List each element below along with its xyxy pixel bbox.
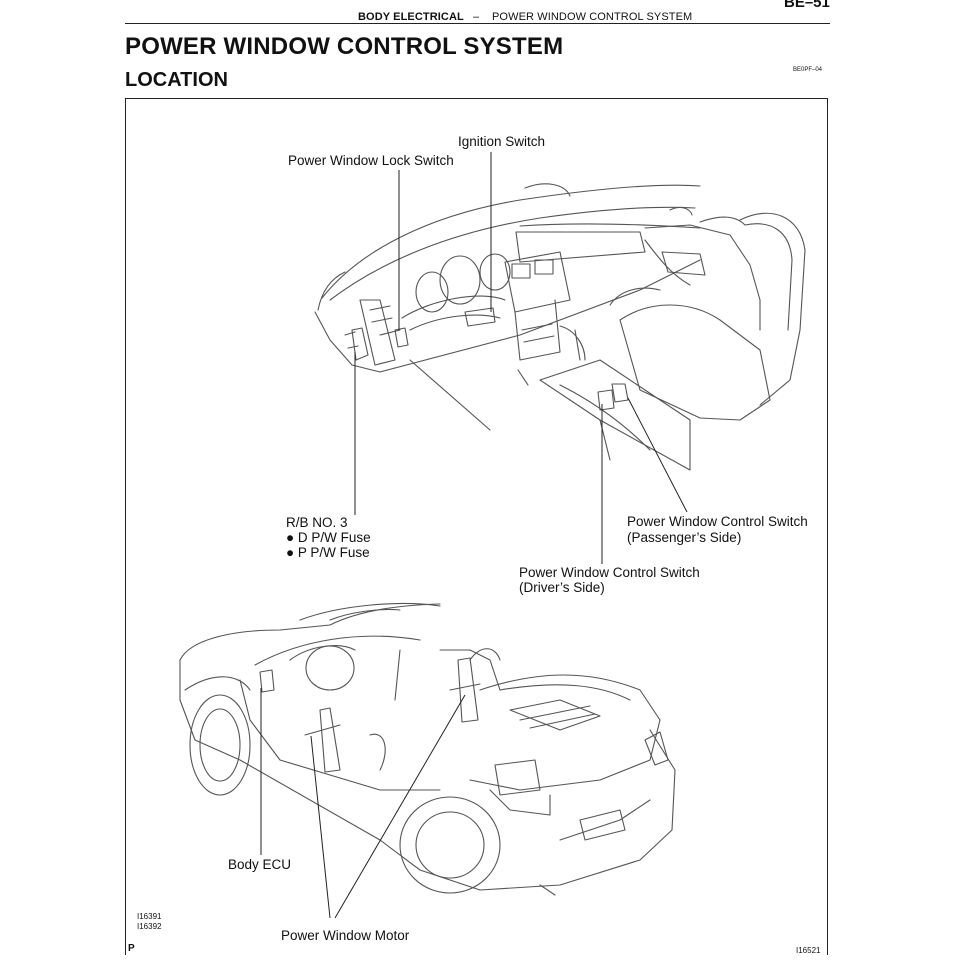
page-number: BE–51: [784, 0, 830, 11]
label-passenger-side: (Passenger’s Side): [627, 530, 742, 545]
header-section: BODY ELECTRICAL: [358, 11, 464, 23]
label-body-ecu: Body ECU: [228, 857, 292, 872]
header-subsection: POWER WINDOW CONTROL SYSTEM: [492, 11, 693, 23]
page-title: POWER WINDOW CONTROL SYSTEM: [125, 33, 564, 60]
label-pw-control-switch-driver: Power Window Control Switch: [519, 565, 700, 580]
section-subtitle: LOCATION: [125, 69, 228, 91]
document-code: BE0PF–04: [793, 67, 823, 73]
label-d-pw-fuse: ● D P/W Fuse: [286, 530, 371, 545]
label-p-pw-fuse: ● P P/W Fuse: [286, 545, 370, 560]
figure-ref-main: I16521: [796, 946, 821, 955]
header-separator: –: [473, 11, 480, 23]
label-power-window-lock-switch: Power Window Lock Switch: [288, 153, 454, 168]
label-ignition-switch: Ignition Switch: [458, 134, 546, 149]
leader-lines: [260, 152, 688, 919]
label-driver-side: (Driver’s Side): [519, 580, 605, 595]
label-pw-control-switch-passenger: Power Window Control Switch: [627, 514, 808, 529]
figure-ref-2: I16392: [137, 922, 162, 931]
header-rule: [125, 23, 830, 24]
dashboard-drawing: [314, 183, 806, 471]
label-rb-no3: R/B NO. 3: [286, 515, 348, 530]
car-drawing: [179, 602, 676, 896]
page-mark: P: [128, 943, 135, 954]
figure-ref-1: I16391: [137, 912, 162, 921]
label-power-window-motor: Power Window Motor: [281, 928, 410, 943]
figure-frame: [125, 98, 828, 955]
